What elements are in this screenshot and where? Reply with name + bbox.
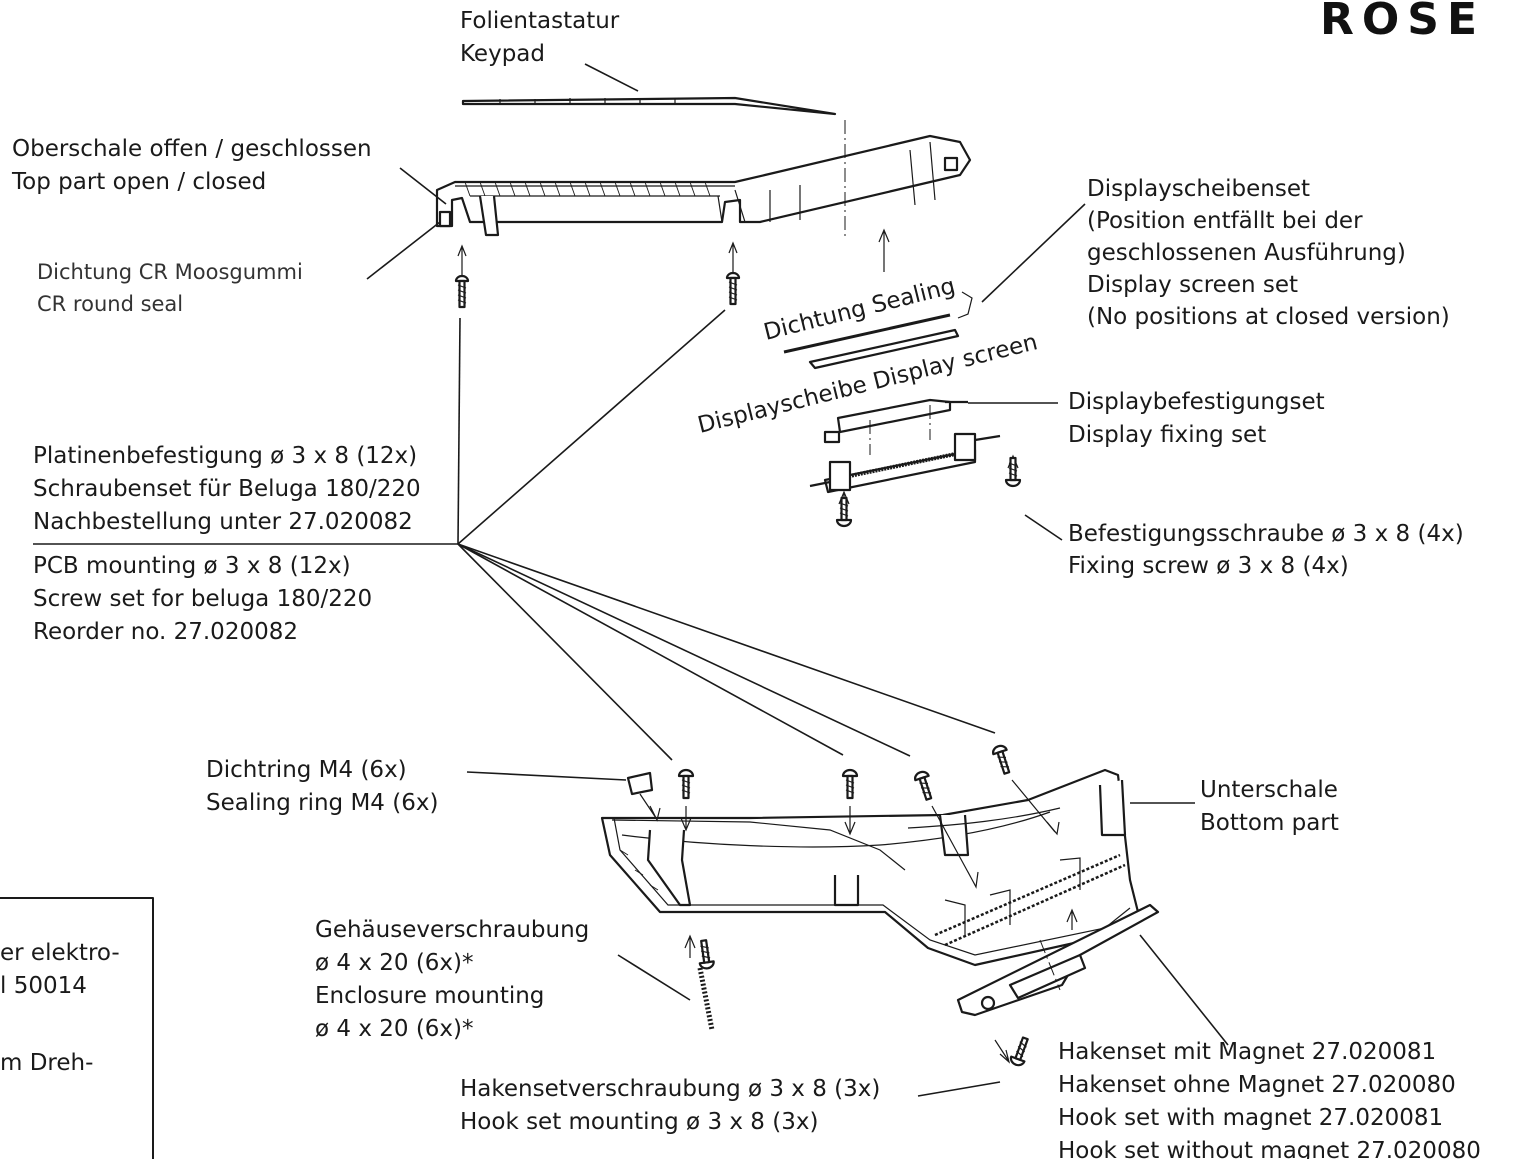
- sealing-ring-label: Dichtring M4 (6x) Sealing ring M4 (6x): [206, 757, 438, 816]
- top-part-drawing: [435, 120, 972, 238]
- pcb-screw-right: [725, 271, 741, 306]
- round-seal-label: Dichtung CR Moosgummi CR round seal: [37, 260, 309, 316]
- display-set-bracket: [957, 291, 973, 319]
- display-fixing-set-drawing: [809, 398, 1001, 494]
- pcb-mounting-de-label: Platinenbefestigung ø 3 x 8 (12x) Schrau…: [33, 443, 428, 535]
- fixing-screw-left: [835, 496, 853, 528]
- hook-set-mounting-label: Hakensetverschraubung ø 3 x 8 (3x) Hook …: [460, 1076, 888, 1135]
- pcb-mounting-en-label: PCB mounting ø 3 x 8 (12x) Screw set for…: [33, 553, 379, 645]
- display-screen-set-label: Displayscheibenset (Position entfällt be…: [1087, 176, 1450, 330]
- note-box-text: er elektro- l 50014 m Dreh-: [0, 940, 127, 1076]
- fixing-screw-label: Befestigungsschraube ø 3 x 8 (4x) Fixing…: [1068, 521, 1471, 579]
- note-box-frame: [0, 897, 154, 1159]
- hook-set-screw: [1008, 1034, 1034, 1069]
- top-part-leader-line: [399, 167, 447, 205]
- keypad-leader-line: [584, 63, 639, 92]
- enclosure-mounting-label: Gehäuseverschraubung ø 4 x 20 (6x)* Encl…: [315, 917, 597, 1042]
- fixing-screw-leader-line: [1024, 514, 1063, 541]
- pcb-mounting-leader-fan: [457, 309, 996, 761]
- top-part-label: Oberschale offen / geschlossen Top part …: [11, 136, 379, 195]
- bottom-part-label: Unterschale Bottom part: [1200, 777, 1345, 836]
- enclosure-screw-2: [841, 768, 859, 800]
- arrow-down-2: [844, 806, 856, 836]
- bottom-part-drawing: [600, 768, 1140, 967]
- display-screen-plate: [808, 328, 960, 370]
- round-seal-leader-line: [366, 221, 441, 280]
- enclosure-screw-4: [990, 743, 1015, 777]
- arrow-down-4: [1011, 779, 1060, 836]
- hook-set-label: Hakenset mit Magnet 27.020081 Hakenset o…: [1058, 1039, 1481, 1159]
- pcb-screw-left: [454, 274, 470, 309]
- arrow-up-display: [878, 228, 890, 272]
- enclosure-screw-3: [912, 769, 937, 803]
- arrow-hook-screw: [994, 1039, 1011, 1064]
- arrow-down-3: [931, 805, 979, 889]
- display-fixing-set-label: Displaybefestigungset Display fixing set: [1068, 389, 1332, 448]
- hook-set-leader-line: [1139, 934, 1229, 1046]
- sealing-ring-leader-line: [466, 771, 627, 781]
- keypad-part: [461, 96, 837, 116]
- enclosure-mounting-leader-line: [617, 954, 691, 1001]
- keypad-label: Folientastatur Keypad: [460, 8, 627, 67]
- display-screen-set-leader-line: [981, 203, 1086, 303]
- arrow-up-enclosure: [684, 934, 696, 958]
- arrow-down-1: [680, 806, 692, 832]
- brand-logo: ROSE: [1320, 0, 1485, 45]
- arrow-down-ring: [639, 793, 661, 822]
- arrow-up-hook: [1066, 908, 1078, 930]
- enclosure-screw-bottom: [695, 938, 716, 971]
- enclosure-screw-1: [677, 768, 695, 800]
- enclosure-screw-shank: [697, 967, 715, 1031]
- sealing-strip: [783, 313, 951, 354]
- fixing-screw-right: [1004, 456, 1022, 488]
- hook-set-drawing: [956, 903, 1160, 1017]
- sealing-ring-part: [626, 771, 654, 796]
- hook-set-mounting-leader-line: [917, 1081, 1001, 1097]
